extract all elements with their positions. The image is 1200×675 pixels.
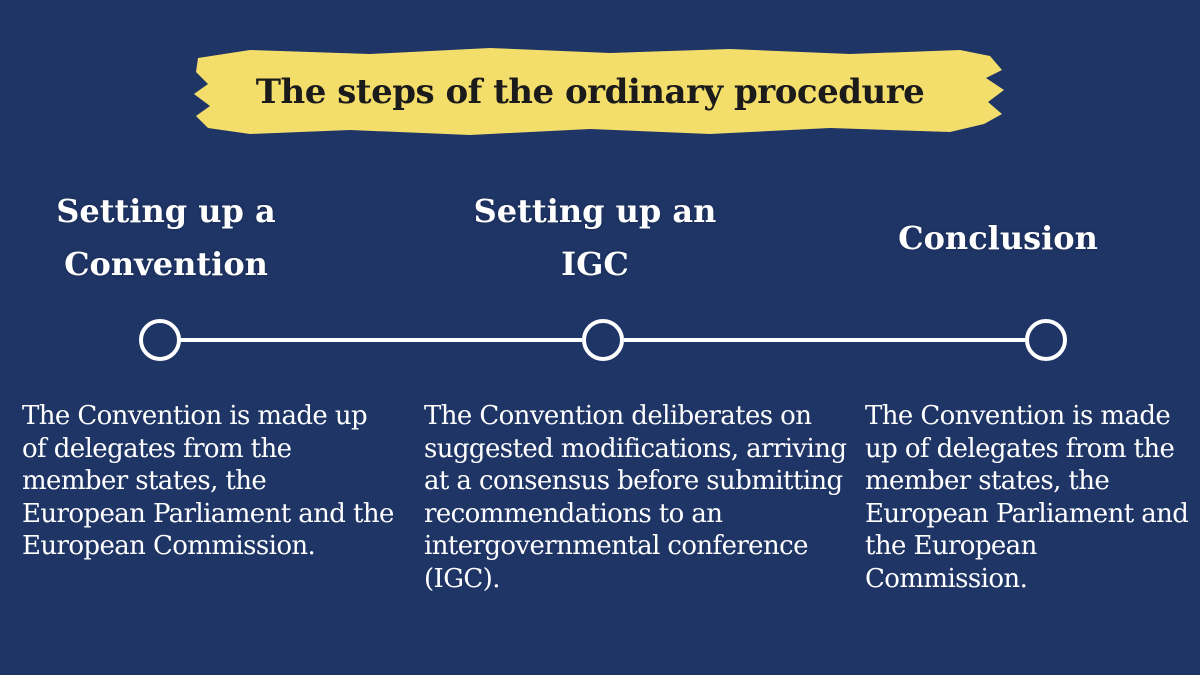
step-title-convention: Setting up a Convention [56,192,276,283]
timeline [139,319,1067,361]
step-description-igc: The Convention deliberates on suggested … [424,401,847,594]
timeline-node [139,319,181,361]
step-title-igc: Setting up an IGC [473,192,717,283]
step-description-convention: The Convention is made up of delegates f… [22,401,394,561]
step-description-conclusion: The Convention is made up of delegates f… [865,401,1189,594]
timeline-node [1025,319,1067,361]
timeline-node [582,319,624,361]
highlight-brush-stroke [194,48,1004,135]
step-title-conclusion: Conclusion [898,219,1098,257]
title-banner: The steps of the ordinary procedure [190,44,1010,140]
page-title: The steps of the ordinary procedure [255,72,925,112]
